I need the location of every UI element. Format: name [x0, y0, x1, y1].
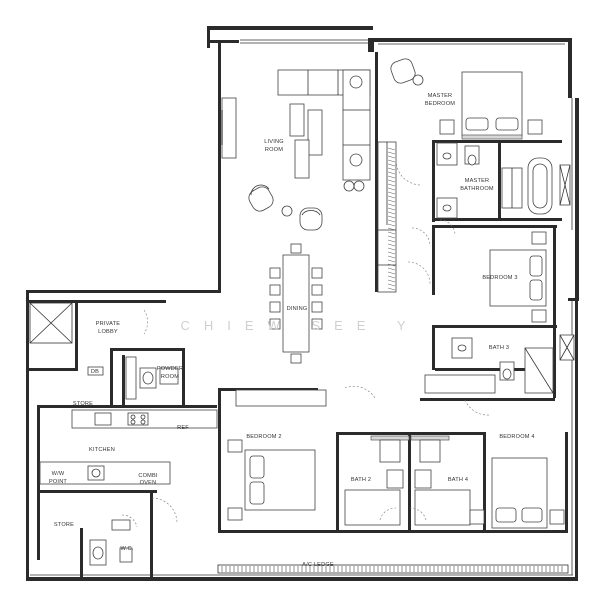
wardrobe-tick [387, 147, 396, 151]
wardrobe-tick [387, 167, 396, 171]
bath-4-label: BATH 4 [448, 477, 468, 483]
ww-point-label-2: POINT [49, 479, 67, 485]
bath-3-label: BATH 3 [489, 345, 509, 351]
wardrobe-tick [387, 239, 396, 243]
wardrobe-tick [387, 267, 396, 271]
wardrobe-tick [387, 175, 396, 179]
wardrobe-tick [387, 255, 396, 259]
wardrobe-tick [387, 283, 396, 287]
bath-2-label: BATH 2 [351, 477, 371, 483]
wardrobe-tick [387, 195, 396, 199]
ww-point-label-1: W/W [52, 471, 65, 477]
wardrobe-tick [387, 207, 396, 211]
db-label: DB [91, 369, 99, 375]
combi-oven-label-2: OVEN [140, 480, 157, 486]
wardrobe-tick [387, 251, 396, 255]
wardrobe-tick [387, 155, 396, 159]
wardrobe-tick [387, 211, 396, 215]
bedroom-2-wardrobe [235, 389, 327, 407]
ledge-ticks [221, 566, 563, 572]
wardrobe-tick [387, 159, 396, 163]
wardrobe-tick [387, 179, 396, 183]
wardrobe-tick [387, 163, 396, 167]
kitchen-counters [39, 409, 218, 485]
watermark: CHIEW SEE Y [180, 318, 419, 333]
wardrobe-tick [387, 171, 396, 175]
wardrobe-tick [387, 223, 396, 227]
bedroom-4-label: BEDROOM 4 [499, 434, 534, 440]
master-bed [439, 71, 543, 140]
wardrobe-tick [387, 219, 396, 223]
wardrobe-tick [387, 287, 396, 291]
wardrobe-tick [387, 271, 396, 275]
powder-room-label-1: POWDER [157, 366, 183, 372]
bedroom-2-label: BEDROOM 2 [246, 434, 281, 440]
master-bathroom-label-1: MASTER [465, 178, 490, 184]
wardrobe-master [377, 141, 397, 293]
sofa [277, 69, 371, 181]
wardrobe-tick [387, 187, 396, 191]
wardrobe-tick [387, 263, 396, 267]
tv-console [221, 97, 237, 159]
walls [26, 26, 579, 581]
master-bathroom-fixtures [436, 142, 571, 219]
armchairs [248, 180, 365, 231]
wardrobe-tick [387, 243, 396, 247]
wardrobe-tick [387, 279, 396, 283]
fridge-label: REF [177, 425, 189, 431]
wardrobe-hatch [387, 147, 396, 291]
dining-table [269, 243, 323, 364]
combi-oven-label-1: COMBI [138, 473, 158, 479]
wardrobe-tick [387, 203, 396, 207]
master-bedroom-label-2: BEDROOM [425, 101, 455, 107]
door-swings [121, 159, 491, 528]
wc-label: W.C. [121, 546, 134, 552]
private-lobby-label-2: LOBBY [98, 329, 118, 335]
living-room-label-2: ROOM [265, 147, 283, 153]
wardrobe-tick [387, 191, 396, 195]
dining-label: DINING [287, 306, 308, 312]
master-armchair [390, 58, 424, 86]
kitchen-label: KITCHEN [89, 447, 115, 453]
powder-room-label-2: ROOM [161, 374, 179, 380]
bedroom-2-bed [227, 439, 316, 521]
bedroom-3-bed [489, 231, 547, 323]
bedroom-3-label: BEDROOM 3 [482, 275, 517, 281]
master-bathroom-label-2: BATHROOM [460, 186, 494, 192]
ac-ledge-label: A/C LEDGE [302, 562, 334, 568]
wardrobe-tick [387, 259, 396, 263]
store-top-label: STORE [73, 401, 93, 407]
powder-room-fixtures [87, 356, 179, 400]
windows [29, 39, 573, 576]
wardrobe-tick [387, 183, 396, 187]
wardrobe-tick [387, 199, 396, 203]
living-room-label-1: LIVING [264, 139, 284, 145]
wardrobe-tick [387, 151, 396, 155]
wardrobe-tick [387, 275, 396, 279]
wc-fixtures [89, 519, 133, 566]
private-lobby-label-1: PRIVATE [96, 321, 121, 327]
store-bottom-label: STORE [54, 522, 74, 528]
master-bedroom-label-1: MASTER [428, 93, 453, 99]
wardrobe-tick [387, 215, 396, 219]
ac-ledge-hatch [217, 564, 569, 574]
bath-3-fixtures [424, 334, 575, 394]
coffee-table [289, 103, 323, 179]
bath-2-4-fixtures [344, 435, 471, 526]
wardrobe-tick [387, 247, 396, 251]
wardrobe-tick [387, 227, 396, 231]
wardrobe-tick [387, 235, 396, 239]
bedroom-4-bed [469, 457, 565, 529]
room-labels: LIVING ROOM DINING MASTER BEDROOM MASTER… [49, 93, 535, 568]
wardrobe-tick [387, 231, 396, 235]
